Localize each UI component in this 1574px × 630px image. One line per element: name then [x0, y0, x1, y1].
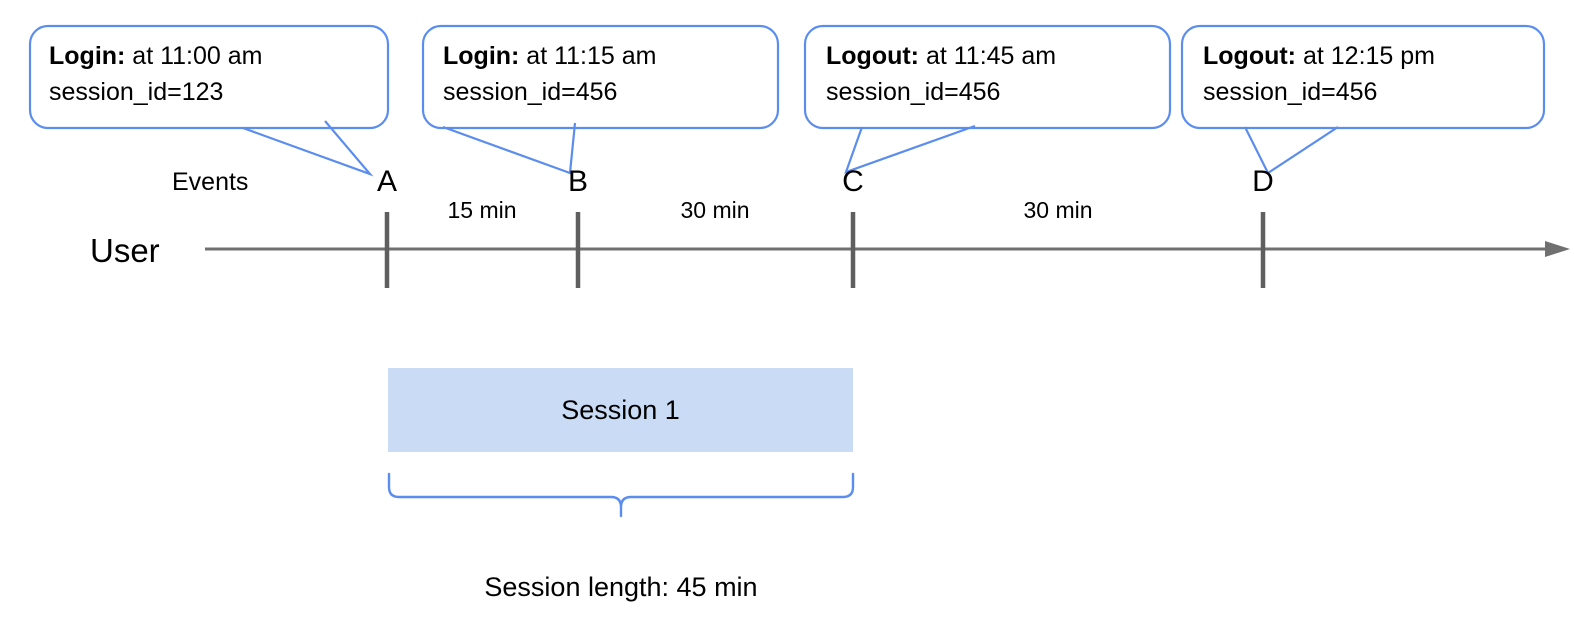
callout-d-text: Logout: at 12:15 pm session_id=456	[1203, 38, 1435, 110]
event-label-b: B	[567, 165, 588, 198]
callout-c-time: at 11:45 am	[919, 42, 1057, 70]
callout-a-event-type: Login:	[49, 42, 126, 70]
interval-label-cd: 30 min	[1023, 197, 1093, 223]
user-row-label: User	[90, 232, 160, 269]
callout-d-shape	[1180, 24, 1546, 175]
event-ticks	[384, 212, 1266, 288]
callout-c-event-type: Logout:	[826, 42, 920, 70]
event-label-a: A	[376, 165, 397, 198]
axis-arrowhead	[1545, 241, 1570, 257]
session-bar-label: Session 1	[561, 394, 680, 425]
session-brace	[387, 472, 855, 518]
callout-d-event-type: Logout:	[1203, 42, 1297, 70]
callout-b-time: at 11:15 am	[519, 42, 657, 70]
callout-b-detail: session_id=456	[443, 78, 618, 106]
callout-a-text: Login: at 11:00 am session_id=123	[49, 38, 262, 110]
callout-a-shape	[28, 24, 390, 177]
interval-label-ab: 15 min	[447, 197, 517, 223]
events-row-label: Events	[172, 168, 249, 196]
callout-b-event-type: Login:	[443, 42, 520, 70]
callout-c-text: Logout: at 11:45 am session_id=456	[826, 38, 1056, 110]
event-label-c: C	[842, 165, 864, 198]
callout-c-shape	[803, 24, 1172, 174]
callout-b-text: Login: at 11:15 am session_id=456	[443, 38, 656, 110]
session-bar: Session 1	[388, 368, 853, 452]
callout-a-time: at 11:00 am	[125, 42, 263, 70]
timeline-axis	[205, 241, 1570, 257]
callout-c-detail: session_id=456	[826, 78, 1001, 106]
interval-label-bc: 30 min	[680, 197, 750, 223]
session-length-caption: Session length: 45 min	[484, 572, 758, 602]
callout-a-detail: session_id=123	[49, 78, 224, 106]
callout-b-shape	[421, 24, 780, 175]
event-label-d: D	[1252, 165, 1274, 198]
callout-d-detail: session_id=456	[1203, 78, 1378, 106]
callout-d-time: at 12:15 pm	[1296, 42, 1435, 70]
